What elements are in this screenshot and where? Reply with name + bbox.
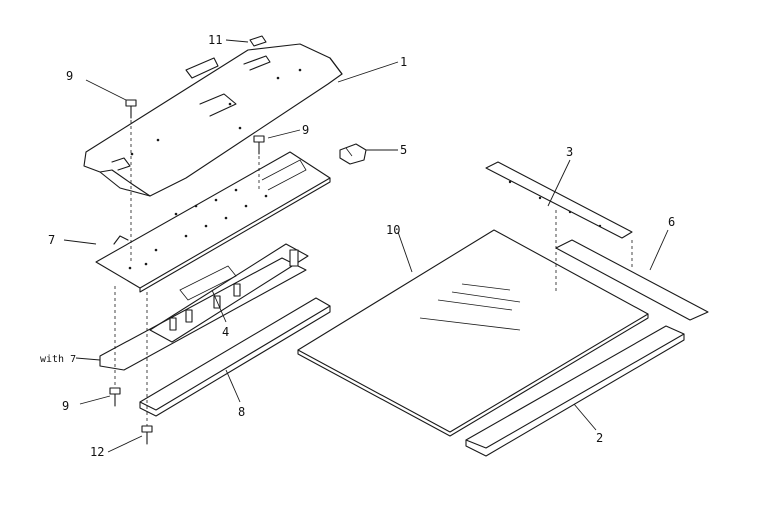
label-part-9-lower: 9 — [62, 399, 69, 413]
label-part-7-with: with 7 — [40, 354, 76, 365]
part-6-strip — [555, 239, 709, 321]
label-part-4: 4 — [222, 325, 229, 339]
label-part-11: 11 — [208, 33, 222, 47]
screw-9-upper — [125, 99, 137, 119]
label-part-2: 2 — [596, 431, 603, 445]
label-part-8: 8 — [238, 405, 245, 419]
part-11-knob — [249, 35, 267, 47]
screw-9-lower — [109, 387, 121, 407]
part-3-strip — [485, 161, 633, 239]
part-10-glass-panel — [297, 229, 649, 437]
label-part-12: 12 — [90, 445, 104, 459]
part-2-front-rail — [465, 325, 685, 457]
label-part-6: 6 — [668, 215, 675, 229]
label-part-5: 5 — [400, 143, 407, 157]
label-part-10: 10 — [386, 223, 400, 237]
part-8-rail — [139, 297, 331, 417]
label-part-9-middle: 9 — [302, 123, 309, 137]
part-7-base-plate — [95, 151, 331, 293]
label-part-3: 3 — [566, 145, 573, 159]
label-part-7: 7 — [48, 233, 55, 247]
label-part-1: 1 — [400, 55, 407, 69]
part-1-top-cover — [83, 43, 343, 197]
screw-12 — [141, 425, 153, 445]
screw-9-middle — [253, 135, 265, 155]
leader-lines — [63, 39, 669, 453]
assembly-guides — [114, 120, 633, 426]
label-part-9-upper: 9 — [66, 69, 73, 83]
part-5-bracket — [339, 143, 367, 165]
